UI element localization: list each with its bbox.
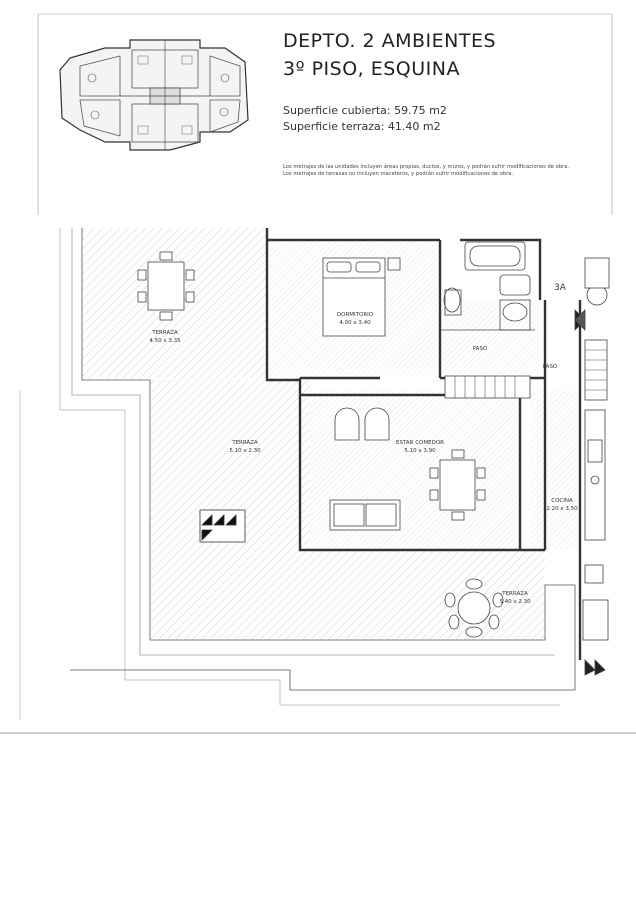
hatched-areas (82, 228, 580, 640)
surface-note-1: Los metrajes de las unidades incluyen ár… (283, 164, 570, 170)
room-dims-bedroom: 4.00 x 3.40 (339, 320, 371, 326)
room-name-bedroom: DORMITORIO (337, 312, 374, 318)
floor-title: 3º PISO, ESQUINA (283, 58, 460, 80)
room-dims-terrace-3: 5.40 x 2.30 (499, 599, 531, 605)
kitchen-fixtures (582, 409, 609, 676)
room-dims-living: 5.10 x 3.90 (404, 448, 436, 454)
room-name-hall-2: PASO (543, 364, 558, 370)
room-dims-terrace-1: 4.50 x 3.35 (149, 338, 181, 344)
terrace-dining-table (137, 251, 195, 321)
room-name-hall-1: PASO (473, 346, 488, 352)
room-dims-terrace-2: 5.10 x 2.30 (229, 448, 261, 454)
round-table (444, 578, 504, 638)
elevator-shaft (574, 257, 610, 331)
living-furniture (329, 407, 486, 531)
room-name-terrace-3: TERRAZA (501, 591, 528, 597)
unit-tag: 3A (554, 283, 567, 293)
terrace-surface: Superficie terraza: 41.40 m2 (283, 120, 441, 133)
bathroom (440, 241, 535, 331)
key-plan-thumbnail (59, 39, 249, 151)
bed (322, 257, 401, 337)
covered-surface: Superficie cubierta: 59.75 m2 (283, 104, 447, 117)
room-dims-kitchen: 2.20 x 3.50 (546, 506, 578, 512)
room-name-kitchen: COCINA (551, 498, 573, 504)
unit-title: DEPTO. 2 AMBIENTES (283, 30, 497, 52)
room-name-terrace-2: TERRAZA (231, 440, 258, 446)
terrace-planter (199, 509, 246, 543)
room-name-terrace-1: TERRAZA (151, 330, 178, 336)
room-name-living: ESTAR COMEDOR (396, 440, 444, 446)
room-labels: TERRAZA 4.50 x 3.35 DORMITORIO 4.00 x 3.… (149, 283, 578, 605)
stairs (444, 339, 608, 401)
surface-note-2: Los metrajes de terrazas no incluyen mac… (283, 171, 514, 177)
